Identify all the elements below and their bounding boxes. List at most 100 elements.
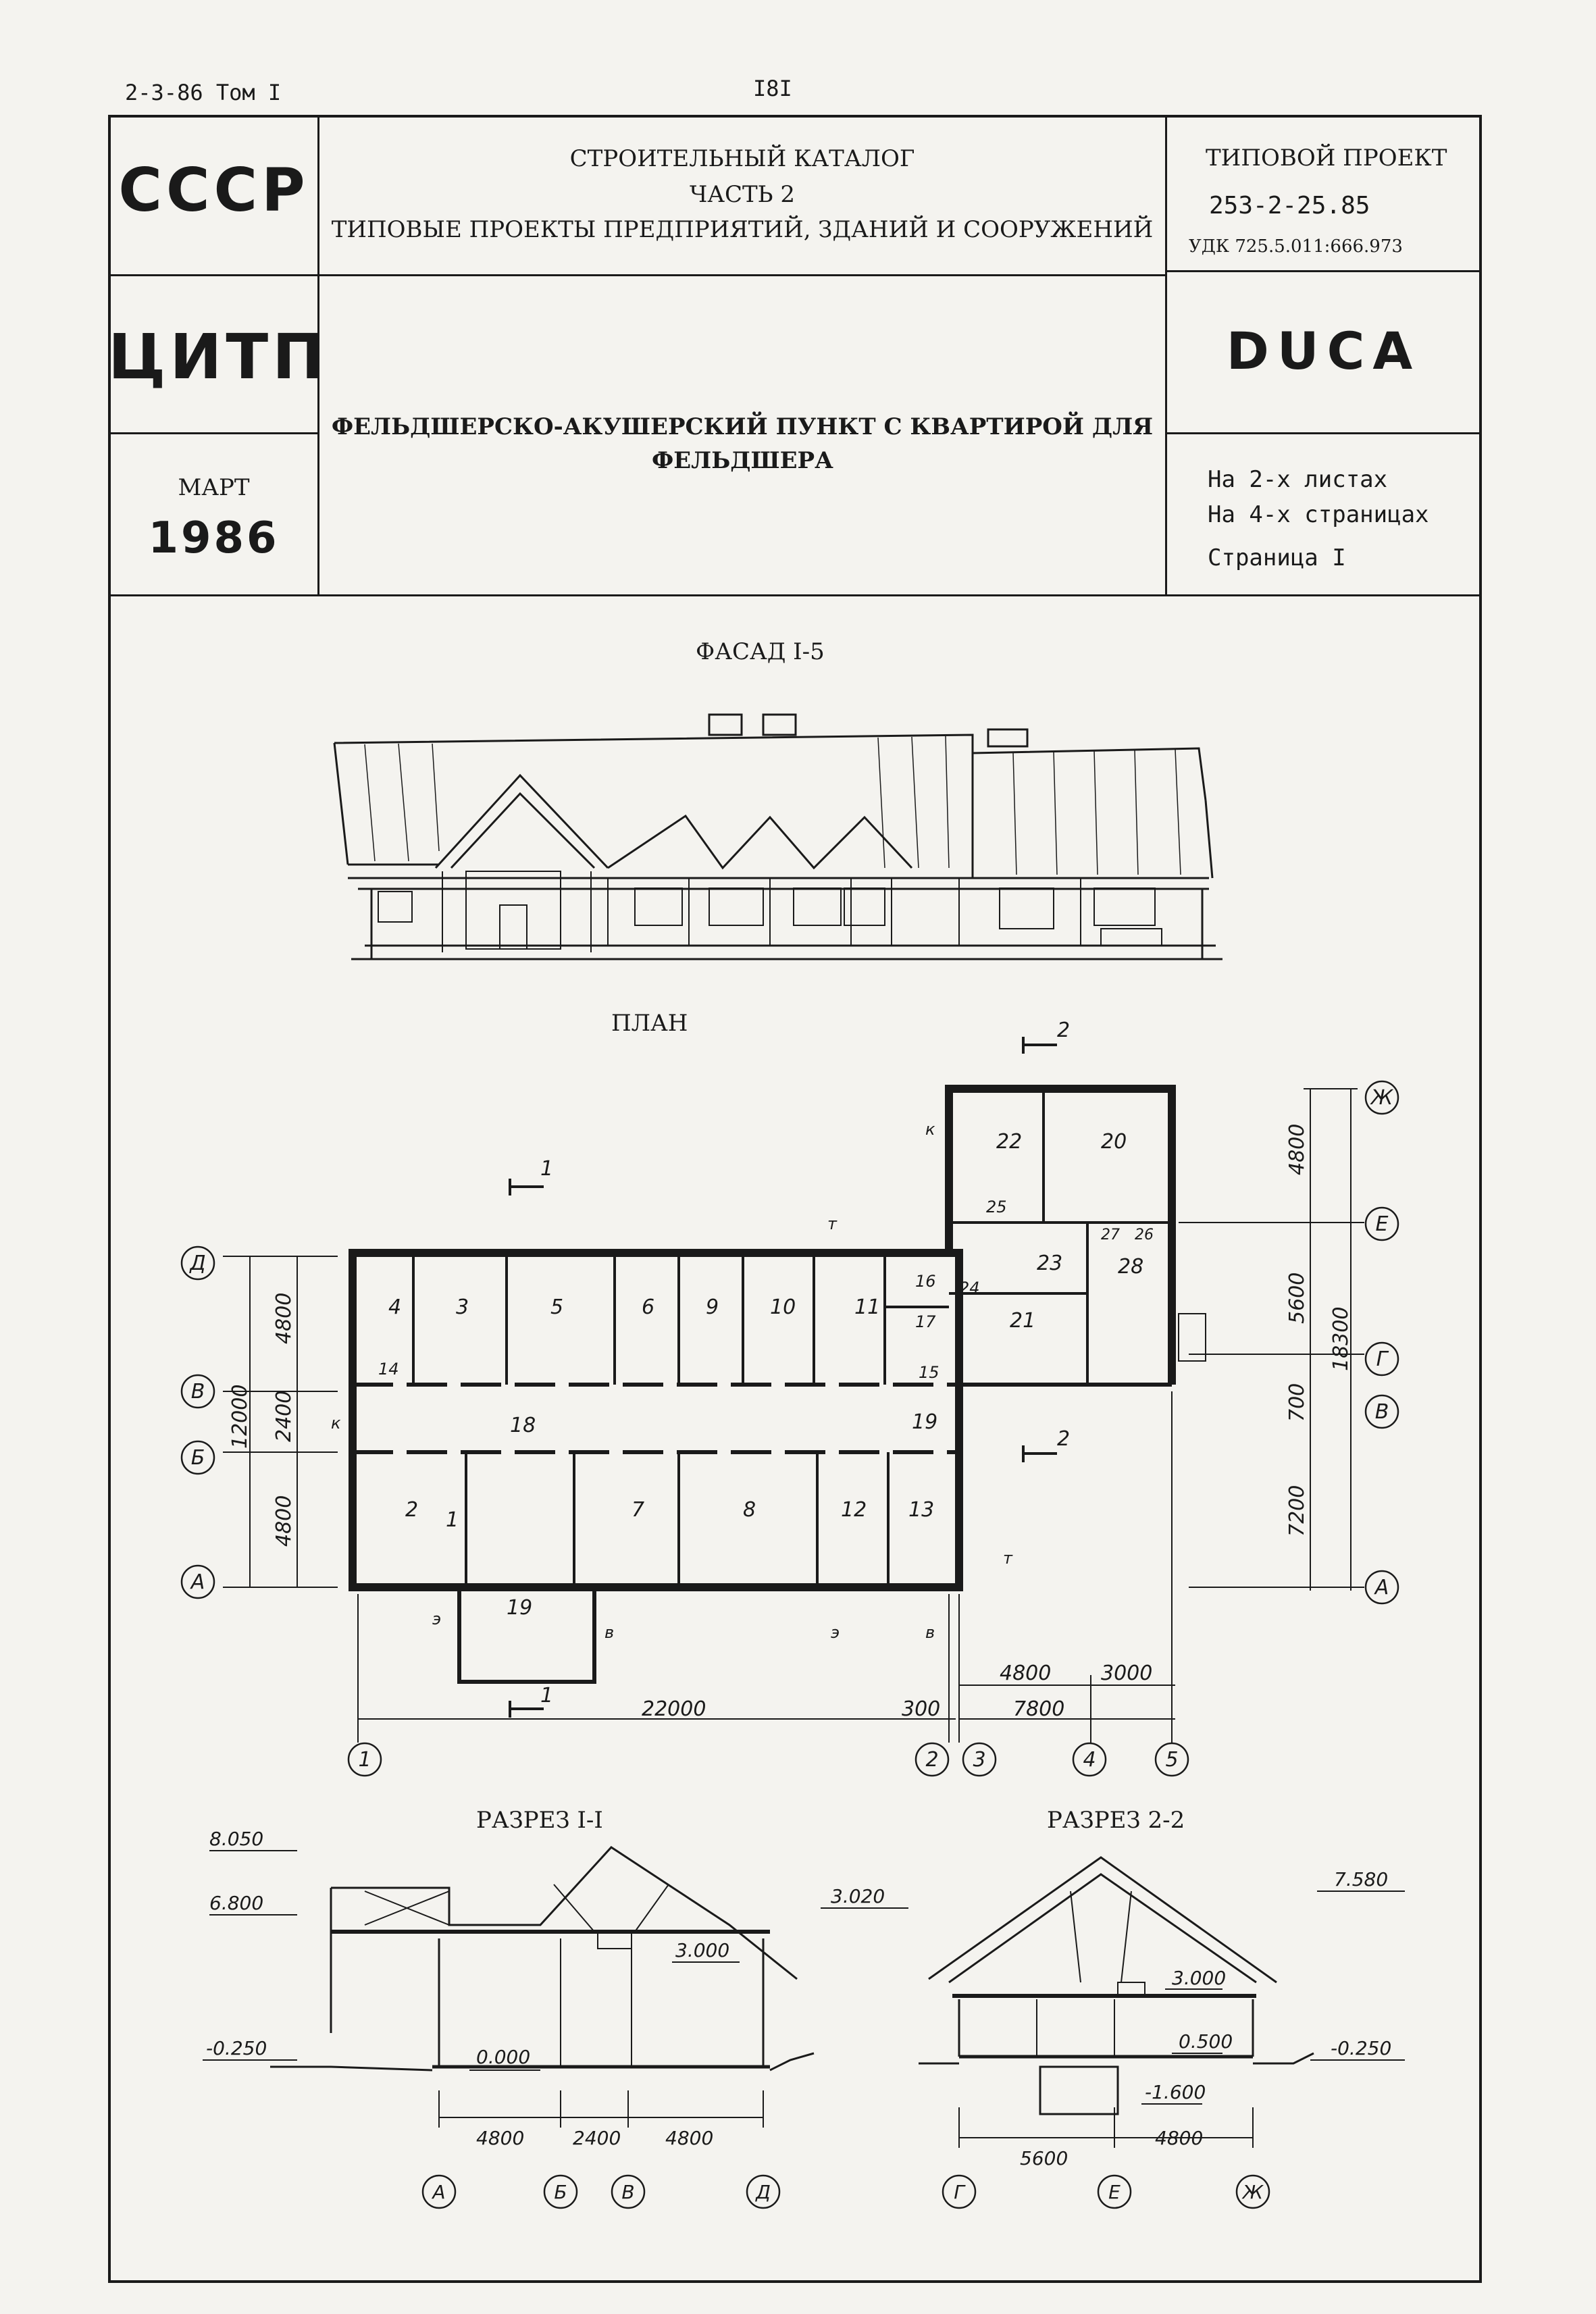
room-5: 5 — [550, 1295, 563, 1319]
sec1-dim-1: 4800 — [476, 2127, 524, 2149]
axis-2: 2 — [925, 1748, 938, 1772]
dim-annex-width: 7800 — [1013, 1697, 1064, 1721]
floor-plan — [180, 1037, 1399, 1777]
dim-left-total: 12000 — [228, 1385, 252, 1449]
dim-left-top: 4800 — [272, 1293, 296, 1344]
section-1-labels: 8.050 6.800 -0.250 0.000 3.000 3.020 480… — [206, 1828, 885, 2203]
sec2-axis-g: Г — [954, 2181, 966, 2203]
room-15: 15 — [919, 1363, 939, 1382]
room-16: 16 — [915, 1272, 936, 1291]
sec1-elev-ceiling: 3.000 — [675, 1939, 729, 1961]
sec1-elev-eave-right: 3.020 — [831, 1885, 885, 1907]
title-block-divider-left — [317, 115, 319, 596]
room-12: 12 — [841, 1498, 867, 1522]
dim-right-total: 18300 — [1329, 1307, 1353, 1371]
sec1-axis-b: Б — [554, 2181, 567, 2203]
room-19-vestibule: 19 — [507, 1596, 532, 1620]
cut-mark-2-bottom: 2 — [1057, 1427, 1070, 1451]
cut-mark-k-left: к — [331, 1414, 341, 1433]
room-6: 6 — [642, 1295, 654, 1319]
axis-v-left: В — [191, 1380, 205, 1404]
room-2: 2 — [405, 1498, 418, 1522]
axis-zh-right: Ж — [1370, 1086, 1394, 1110]
sec2-dim-1: 5600 — [1020, 2147, 1068, 2169]
axis-5: 5 — [1165, 1748, 1178, 1772]
room-17: 17 — [915, 1312, 936, 1331]
axis-a-right: А — [1374, 1576, 1389, 1599]
project-label: ТИПОВОЙ ПРОЕКТ — [1206, 145, 1447, 172]
sheet-frame — [108, 115, 1482, 2283]
sec2-elev-ground: -0.250 — [1331, 2037, 1391, 2059]
cut-mark-t-1: т — [1003, 1549, 1013, 1568]
org-label: ЦИТП — [108, 321, 329, 393]
sec1-elev-eave: 6.800 — [209, 1892, 263, 1914]
axis-e-right: Е — [1376, 1212, 1389, 1236]
sec1-elev-top: 8.050 — [209, 1828, 263, 1850]
sec2-elev-ceiling: 3.000 — [1172, 1967, 1226, 1989]
dim-right-bot: 7200 — [1285, 1485, 1309, 1537]
room-4: 4 — [388, 1295, 401, 1319]
room-8: 8 — [743, 1498, 756, 1522]
code-label: DUCA — [1226, 321, 1421, 381]
facade-title: ФАСАД I-5 — [696, 638, 825, 665]
sec1-axis-a: А — [431, 2181, 445, 2203]
room-23: 23 — [1037, 1252, 1062, 1275]
room-21: 21 — [1010, 1309, 1035, 1333]
room-14: 14 — [378, 1360, 399, 1379]
room-26: 26 — [1135, 1227, 1154, 1243]
dim-right-top: 4800 — [1285, 1124, 1309, 1175]
room-1: 1 — [446, 1508, 459, 1532]
sec1-elev-floor: 0.000 — [476, 2046, 530, 2068]
room-9: 9 — [706, 1295, 719, 1319]
sec1-axis-d: Д — [754, 2181, 771, 2203]
project-number: 253-2-25.85 — [1209, 192, 1370, 220]
sec1-axis-v: В — [621, 2181, 634, 2203]
cut-mark-1-top: 1 — [540, 1157, 553, 1181]
axis-v-right: В — [1375, 1400, 1389, 1424]
axis-b-left: Б — [191, 1446, 205, 1470]
section-1-drawing — [203, 1846, 908, 2209]
catalog-line-1: СТРОИТЕЛЬНЫЙ КАТАЛОГ — [569, 145, 915, 172]
dim-right-small: 700 — [1285, 1383, 1309, 1422]
page-number: I8I — [753, 76, 792, 101]
cut-mark-k-annex: к — [925, 1120, 935, 1139]
sec2-axis-zh: Ж — [1241, 2181, 1264, 2203]
room-28: 28 — [1118, 1255, 1143, 1279]
room-10: 10 — [770, 1295, 796, 1319]
cut-mark-e-left: э — [432, 1610, 441, 1628]
sec2-elev-floor: 0.500 — [1179, 2030, 1233, 2053]
sec2-dim-2: 4800 — [1155, 2127, 1203, 2149]
room-22: 22 — [996, 1130, 1022, 1154]
dim-left-bot: 4800 — [272, 1495, 296, 1547]
cut-mark-2-top: 2 — [1057, 1019, 1070, 1042]
sec1-dim-3: 4800 — [665, 2127, 713, 2149]
cut-mark-e-right: э — [831, 1623, 840, 1642]
sheets-count: На 2-х листах — [1208, 466, 1388, 493]
project-title-line-2: ФЕЛЬДШЕРА — [652, 447, 833, 474]
title-block-rule-right-1 — [1165, 270, 1482, 272]
axis-d-left: Д — [188, 1252, 205, 1275]
facade-drawing — [333, 713, 1222, 960]
title-block-rule-mid — [317, 274, 1167, 276]
room-20: 20 — [1101, 1130, 1127, 1154]
title-block-rule-right-2 — [1165, 432, 1482, 434]
room-25: 25 — [986, 1198, 1007, 1216]
section-2-labels: 7.580 3.000 0.500 -1.600 -0.250 5600 480… — [954, 1868, 1391, 2203]
title-block-divider-right — [1165, 115, 1167, 596]
cut-mark-t-2: т — [827, 1214, 838, 1233]
dim-left-mid: 2400 — [272, 1391, 296, 1442]
dim-annex-a: 4800 — [1000, 1662, 1051, 1685]
cut-mark-v-left: в — [604, 1623, 614, 1642]
section-2-title: РАЗРЕЗ 2-2 — [1047, 1807, 1185, 1834]
sec2-elev-basement: -1.600 — [1145, 2081, 1206, 2103]
page-indicator: Страница I — [1208, 544, 1346, 571]
room-13: 13 — [908, 1498, 934, 1522]
month-label: МАРТ — [178, 474, 250, 501]
axis-g-right: Г — [1376, 1347, 1389, 1371]
plan-title: ПЛАН — [611, 1010, 688, 1037]
title-block-bottom-rule — [108, 594, 1482, 596]
sec2-axis-e: Е — [1108, 2181, 1121, 2203]
cut-mark-1-bottom: 1 — [540, 1684, 553, 1707]
sec1-dim-2: 2400 — [573, 2127, 621, 2149]
room-7: 7 — [632, 1498, 644, 1522]
